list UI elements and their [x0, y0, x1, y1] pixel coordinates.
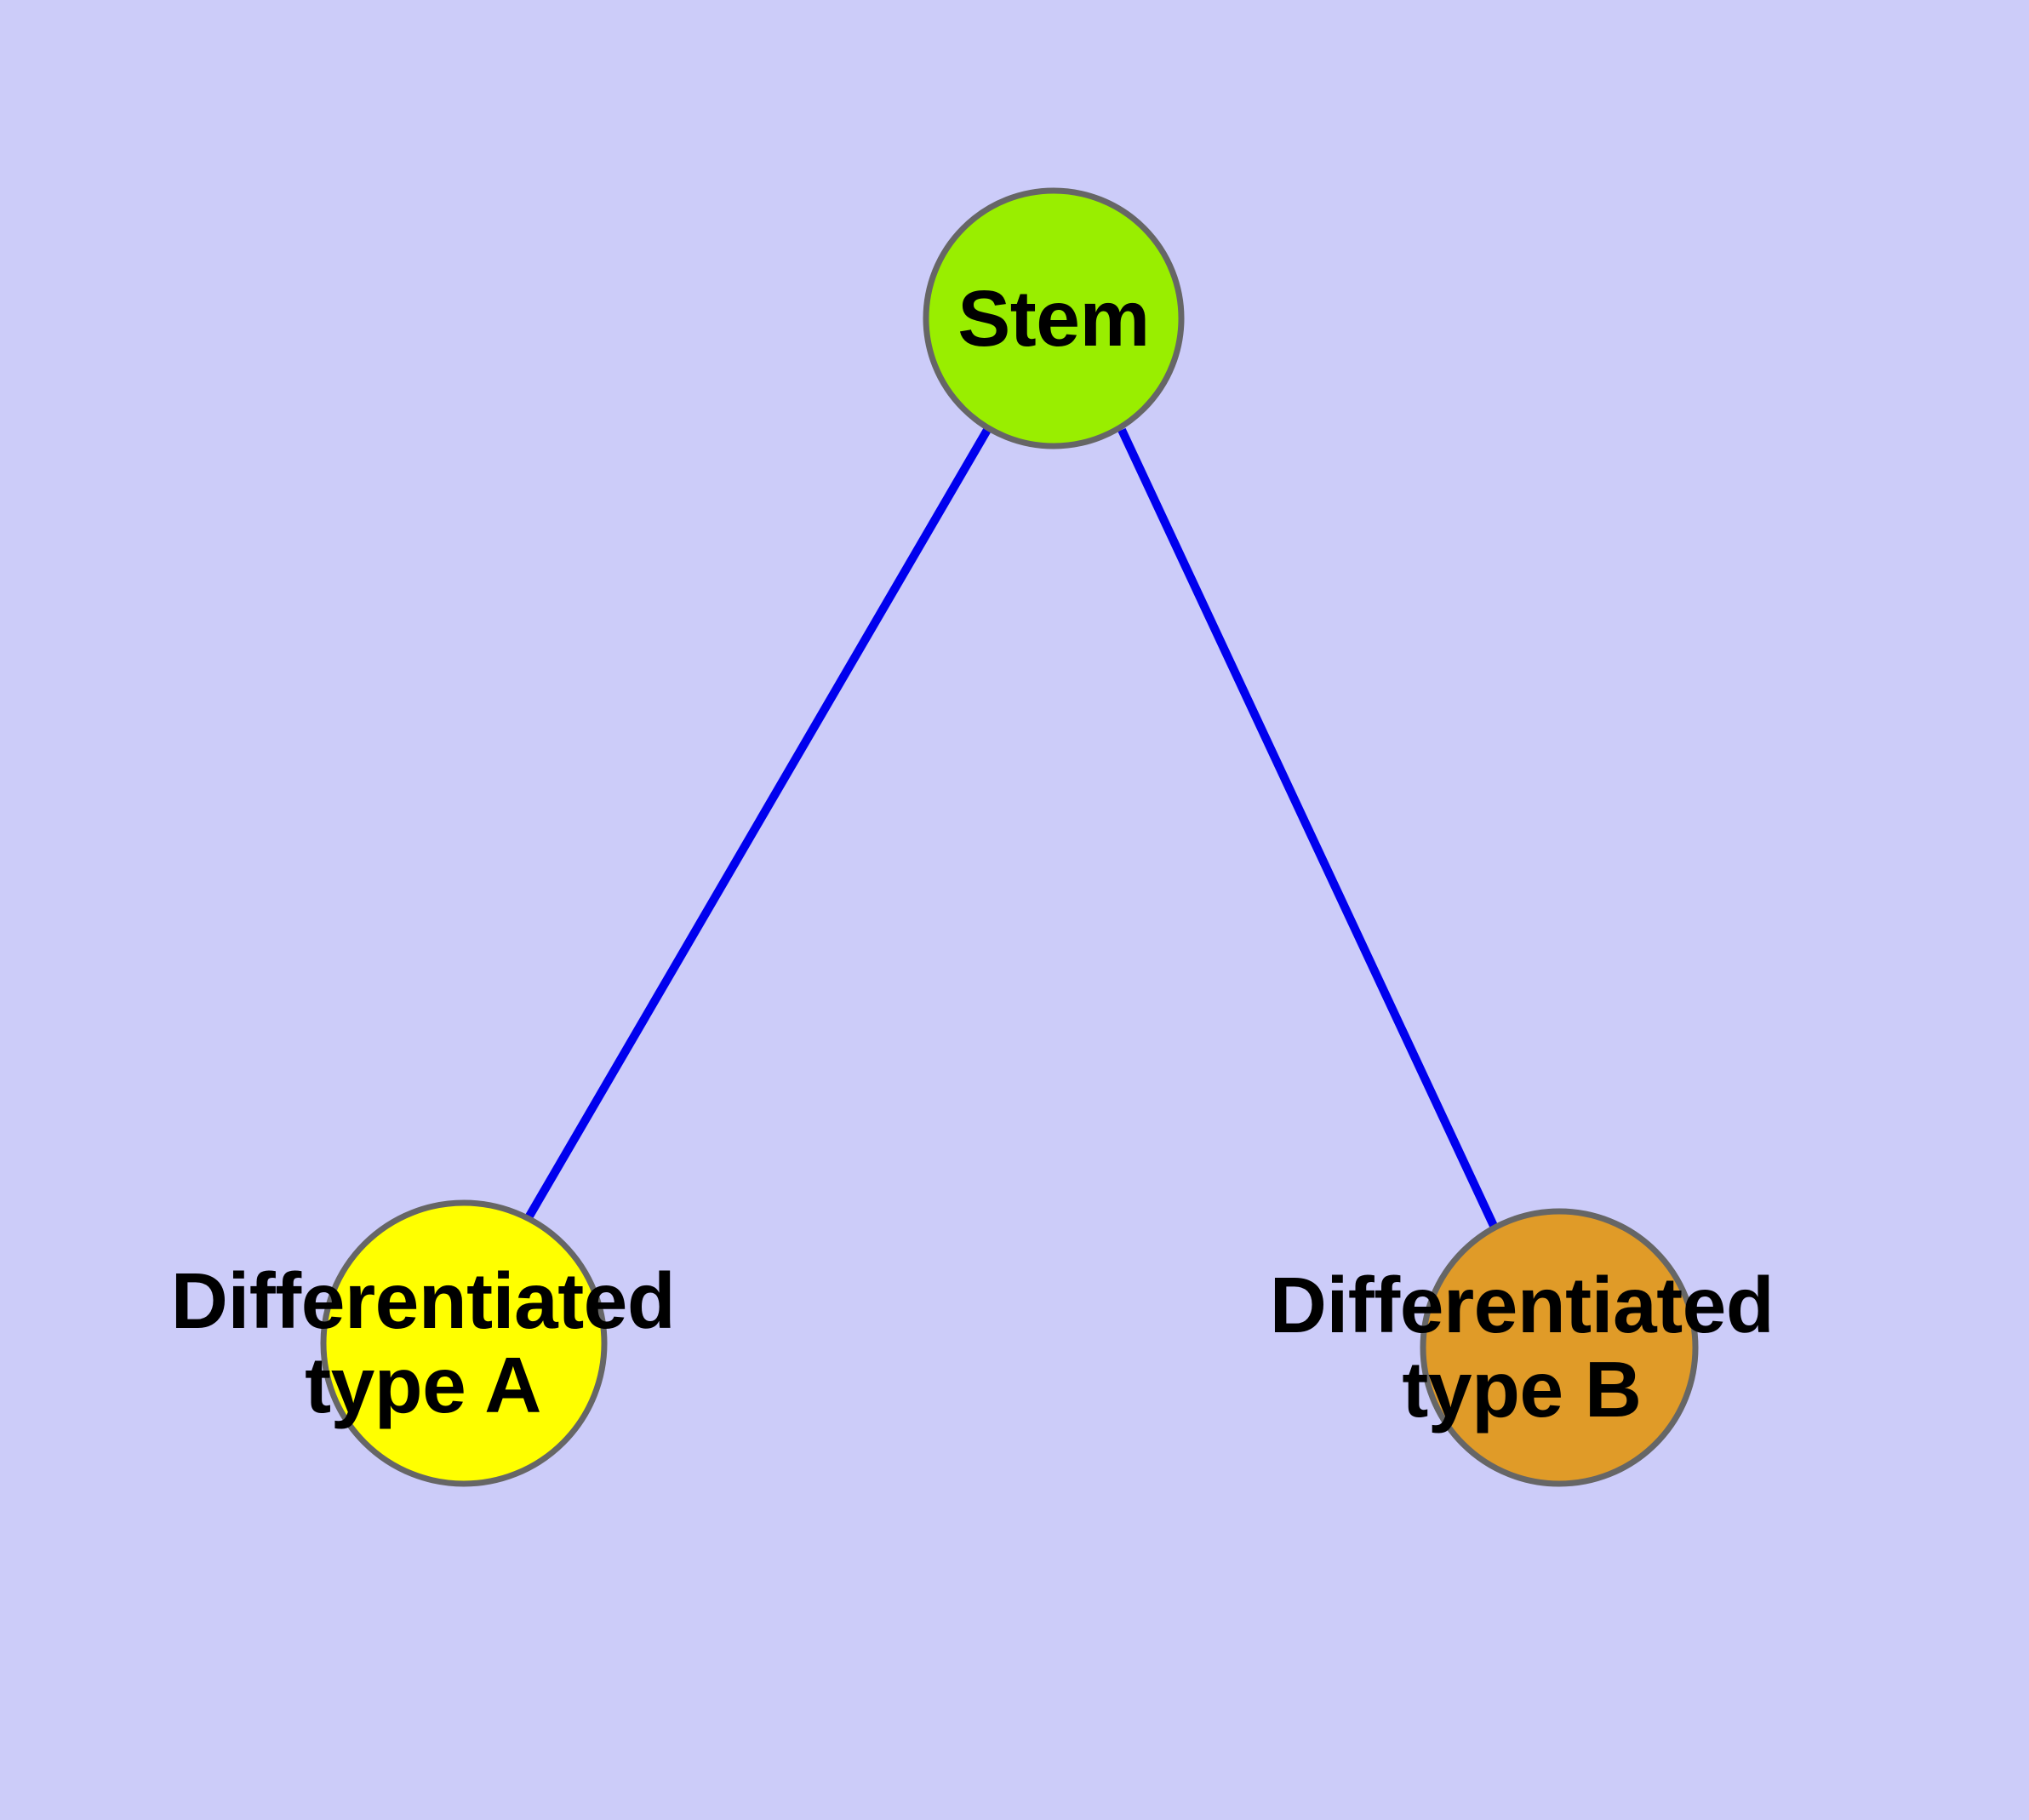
- node-layer: [320, 187, 1699, 1487]
- node-diff-a[interactable]: [320, 1199, 608, 1487]
- edge-stem-to-diff-a[interactable]: [523, 427, 992, 1222]
- edge-stem-to-diff-b[interactable]: [1117, 427, 1498, 1228]
- node-diff-b[interactable]: [1420, 1208, 1699, 1487]
- edge-layer: [523, 427, 1498, 1228]
- node-stem[interactable]: [923, 187, 1185, 449]
